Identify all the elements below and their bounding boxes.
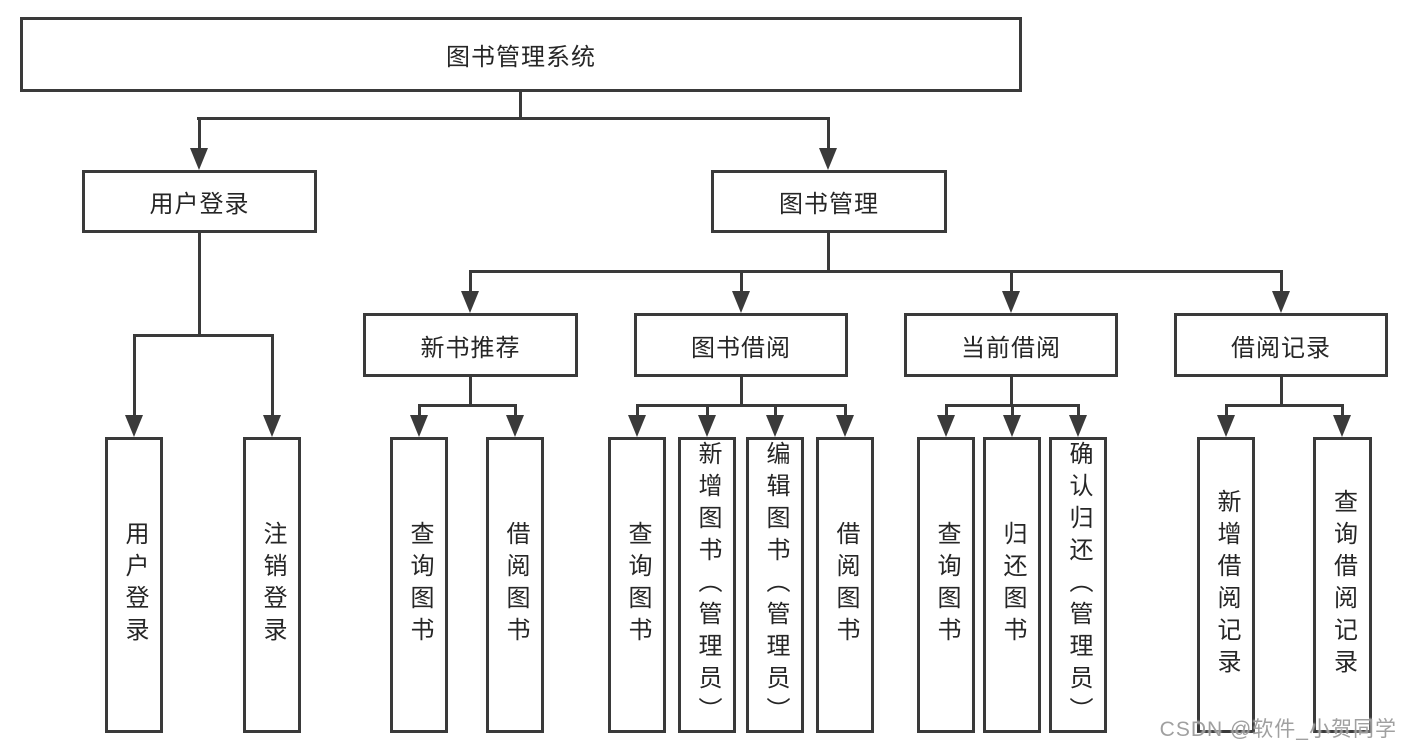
node-book-borrow: 图书借阅: [634, 313, 848, 377]
connector-line: [469, 377, 472, 406]
node-new-book-recommend-label: 新书推荐: [420, 334, 521, 362]
connector-line: [1010, 377, 1013, 406]
arrowhead-icon: [1272, 291, 1290, 313]
connector-line: [827, 233, 830, 272]
connector-line: [1225, 404, 1344, 407]
leaf-return-book: 归还图书: [983, 437, 1041, 733]
csdn-watermark: CSDN @软件_小贺同学: [1159, 718, 1397, 741]
connector-line: [740, 270, 743, 293]
connector-line: [1280, 377, 1283, 406]
leaf-edit-book-admin-label: 编辑图书（管理员）: [762, 441, 789, 729]
connector-line: [945, 404, 948, 418]
connector-line: [740, 377, 743, 406]
connector-line: [418, 404, 517, 407]
leaf-borrow-books-label: 借阅图书: [832, 521, 859, 649]
arrowhead-icon: [628, 415, 646, 437]
connector-line: [271, 334, 274, 417]
connector-line: [636, 404, 847, 407]
arrowhead-icon: [1333, 415, 1351, 437]
connector-line: [774, 404, 777, 418]
leaf-add-book-admin-label: 新增图书（管理员）: [694, 441, 721, 729]
leaf-add-book-admin: 新增图书（管理员）: [678, 437, 736, 733]
leaf-query-books-recommend: 查询图书: [390, 437, 448, 733]
leaf-query-books-current: 查询图书: [917, 437, 975, 733]
leaf-query-books-borrow-label: 查询图书: [624, 521, 651, 649]
node-root-label: 图书管理系统: [446, 44, 596, 71]
connector-line: [1225, 404, 1228, 418]
leaf-add-borrow-record: 新增借阅记录: [1197, 437, 1255, 733]
connector-line: [469, 270, 472, 293]
connector-line: [418, 404, 421, 418]
connector-line: [1341, 404, 1344, 418]
arrowhead-icon: [732, 291, 750, 313]
arrowhead-icon: [1002, 291, 1020, 313]
arrowhead-icon: [125, 415, 143, 437]
connector-line: [1077, 404, 1080, 418]
node-borrow-records: 借阅记录: [1174, 313, 1388, 377]
connector-line: [706, 404, 709, 418]
arrowhead-icon: [190, 148, 208, 170]
connector-line: [1010, 270, 1013, 293]
connector-line: [519, 92, 522, 120]
connector-line: [133, 334, 136, 417]
leaf-user-login-label: 用户登录: [121, 521, 148, 649]
node-book-borrow-label: 图书借阅: [691, 334, 791, 362]
connector-line: [198, 117, 201, 150]
leaf-confirm-return-admin-label: 确认归还（管理员）: [1065, 441, 1092, 729]
arrowhead-icon: [937, 415, 955, 437]
node-current-borrow-label: 当前借阅: [961, 334, 1061, 362]
arrowhead-icon: [410, 415, 428, 437]
connector-line: [1011, 404, 1014, 418]
arrowhead-icon: [1069, 415, 1087, 437]
node-root: 图书管理系统: [20, 17, 1022, 92]
arrowhead-icon: [263, 415, 281, 437]
node-user-login-label: 用户登录: [149, 191, 250, 218]
arrowhead-icon: [1003, 415, 1021, 437]
node-book-management: 图书管理: [711, 170, 947, 233]
arrowhead-icon: [766, 415, 784, 437]
connector-line: [133, 334, 274, 337]
connector-line: [514, 404, 517, 418]
node-new-book-recommend: 新书推荐: [363, 313, 578, 377]
leaf-confirm-return-admin: 确认归还（管理员）: [1049, 437, 1107, 733]
leaf-borrow-books-recommend: 借阅图书: [486, 437, 544, 733]
arrowhead-icon: [506, 415, 524, 437]
leaf-logout-label: 注销登录: [259, 521, 286, 649]
arrowhead-icon: [819, 148, 837, 170]
node-current-borrow: 当前借阅: [904, 313, 1118, 377]
connector-line: [198, 233, 201, 336]
leaf-user-login: 用户登录: [105, 437, 163, 733]
leaf-edit-book-admin: 编辑图书（管理员）: [746, 437, 804, 733]
leaf-borrow-books-recommend-label: 借阅图书: [502, 521, 529, 649]
connector-line: [469, 270, 1283, 273]
node-borrow-records-label: 借阅记录: [1231, 334, 1331, 362]
connector-line: [1280, 270, 1283, 293]
arrowhead-icon: [698, 415, 716, 437]
leaf-return-book-label: 归还图书: [999, 521, 1026, 649]
arrowhead-icon: [1217, 415, 1235, 437]
connector-line: [197, 117, 830, 120]
leaf-query-books-recommend-label: 查询图书: [406, 521, 433, 649]
node-user-login: 用户登录: [82, 170, 317, 233]
leaf-borrow-books: 借阅图书: [816, 437, 874, 733]
connector-line: [827, 117, 830, 150]
arrowhead-icon: [836, 415, 854, 437]
leaf-query-borrow-record-label: 查询借阅记录: [1329, 489, 1357, 681]
connector-line: [636, 404, 639, 418]
leaf-query-borrow-record: 查询借阅记录: [1313, 437, 1372, 733]
arrowhead-icon: [461, 291, 479, 313]
connector-line: [844, 404, 847, 418]
node-book-management-label: 图书管理: [779, 191, 879, 218]
leaf-logout: 注销登录: [243, 437, 301, 733]
leaf-query-books-borrow: 查询图书: [608, 437, 666, 733]
leaf-query-books-current-label: 查询图书: [933, 521, 960, 649]
leaf-add-borrow-record-label: 新增借阅记录: [1213, 489, 1240, 681]
